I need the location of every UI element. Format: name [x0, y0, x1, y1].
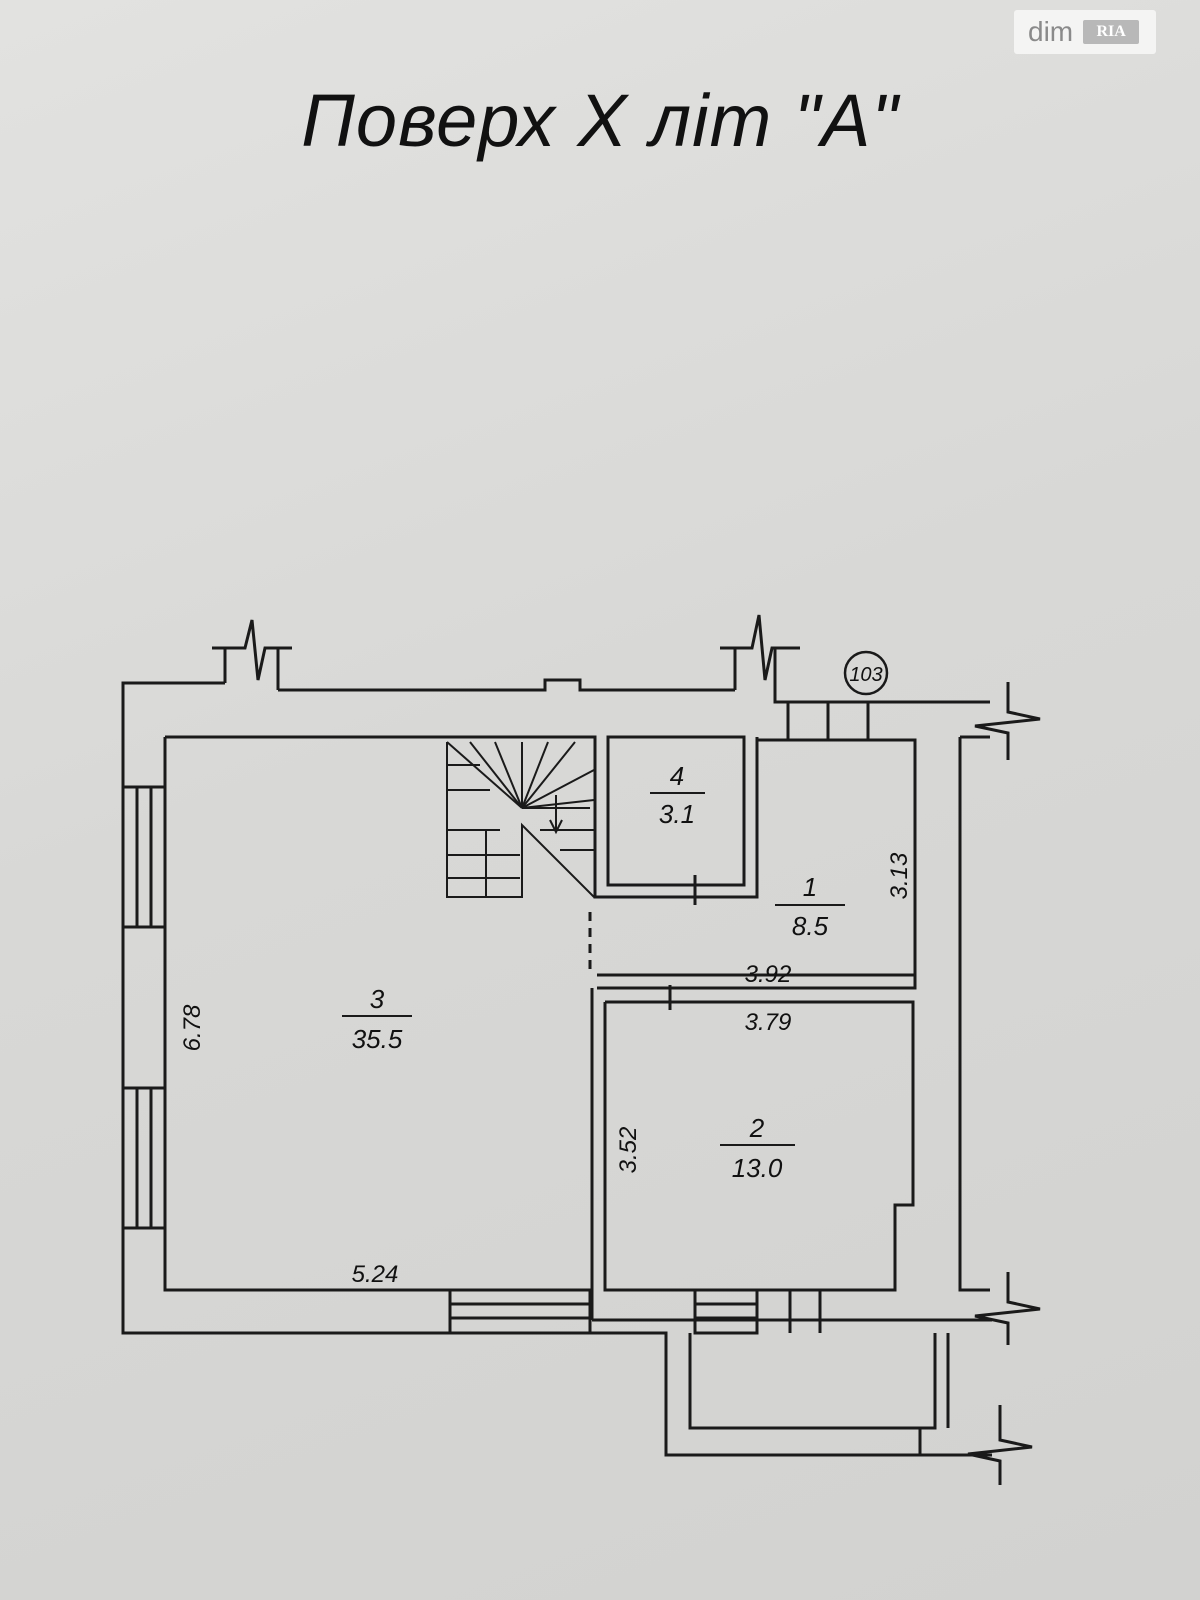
- outer-wall-outline: [121, 681, 992, 1457]
- window-left-bottom: [121, 1086, 167, 1230]
- room2-walls: [603, 1000, 915, 1292]
- outer-wall-top-right: [773, 690, 990, 704]
- room1-number: 1: [803, 872, 817, 902]
- ria-logo: RIA: [1083, 20, 1140, 44]
- room4-area: 3.1: [659, 799, 695, 829]
- watermark-text: dim: [1028, 16, 1074, 47]
- break-symbol: [720, 614, 800, 681]
- break-symbol: [212, 619, 292, 681]
- room1-area: 8.5: [792, 911, 829, 941]
- room1-walls: [597, 738, 917, 990]
- marker-label: 103: [849, 664, 882, 686]
- room4-outer-wall: [593, 737, 759, 899]
- window-bottom-room2: [693, 1288, 759, 1335]
- room4-walls: [606, 735, 746, 887]
- balcony-walls: [688, 1333, 937, 1430]
- room3-number: 3: [370, 984, 385, 1014]
- room3-width-dim: 5.24: [352, 1261, 399, 1288]
- room3-height-dim: 6.78: [179, 1004, 206, 1051]
- window-left-top: [121, 785, 167, 929]
- window-bottom-room3: [448, 1288, 592, 1335]
- outer-wall-right: [958, 737, 990, 1292]
- room1-height-dim: 3.13: [886, 852, 913, 899]
- room1-width-dim: 3.92: [745, 961, 792, 988]
- inner-wall-room3: [165, 735, 597, 897]
- plan-title: Поверх X літ "А": [301, 79, 899, 162]
- room2-number: 2: [749, 1113, 765, 1143]
- room2-height-dim: 3.52: [615, 1127, 642, 1174]
- room2-width-dim: 3.79: [745, 1009, 792, 1036]
- dimria-watermark: dim RIA: [1014, 10, 1156, 54]
- break-symbol: [974, 1272, 1041, 1345]
- staircase: [446, 741, 595, 898]
- break-symbol: [967, 1405, 1033, 1485]
- marker-circle: [843, 650, 889, 696]
- room3-area: 35.5: [352, 1024, 403, 1054]
- room2-area: 13.0: [732, 1153, 783, 1183]
- break-symbol: [974, 682, 1041, 760]
- room4-number: 4: [670, 761, 684, 791]
- outer-wall-top: [278, 678, 735, 692]
